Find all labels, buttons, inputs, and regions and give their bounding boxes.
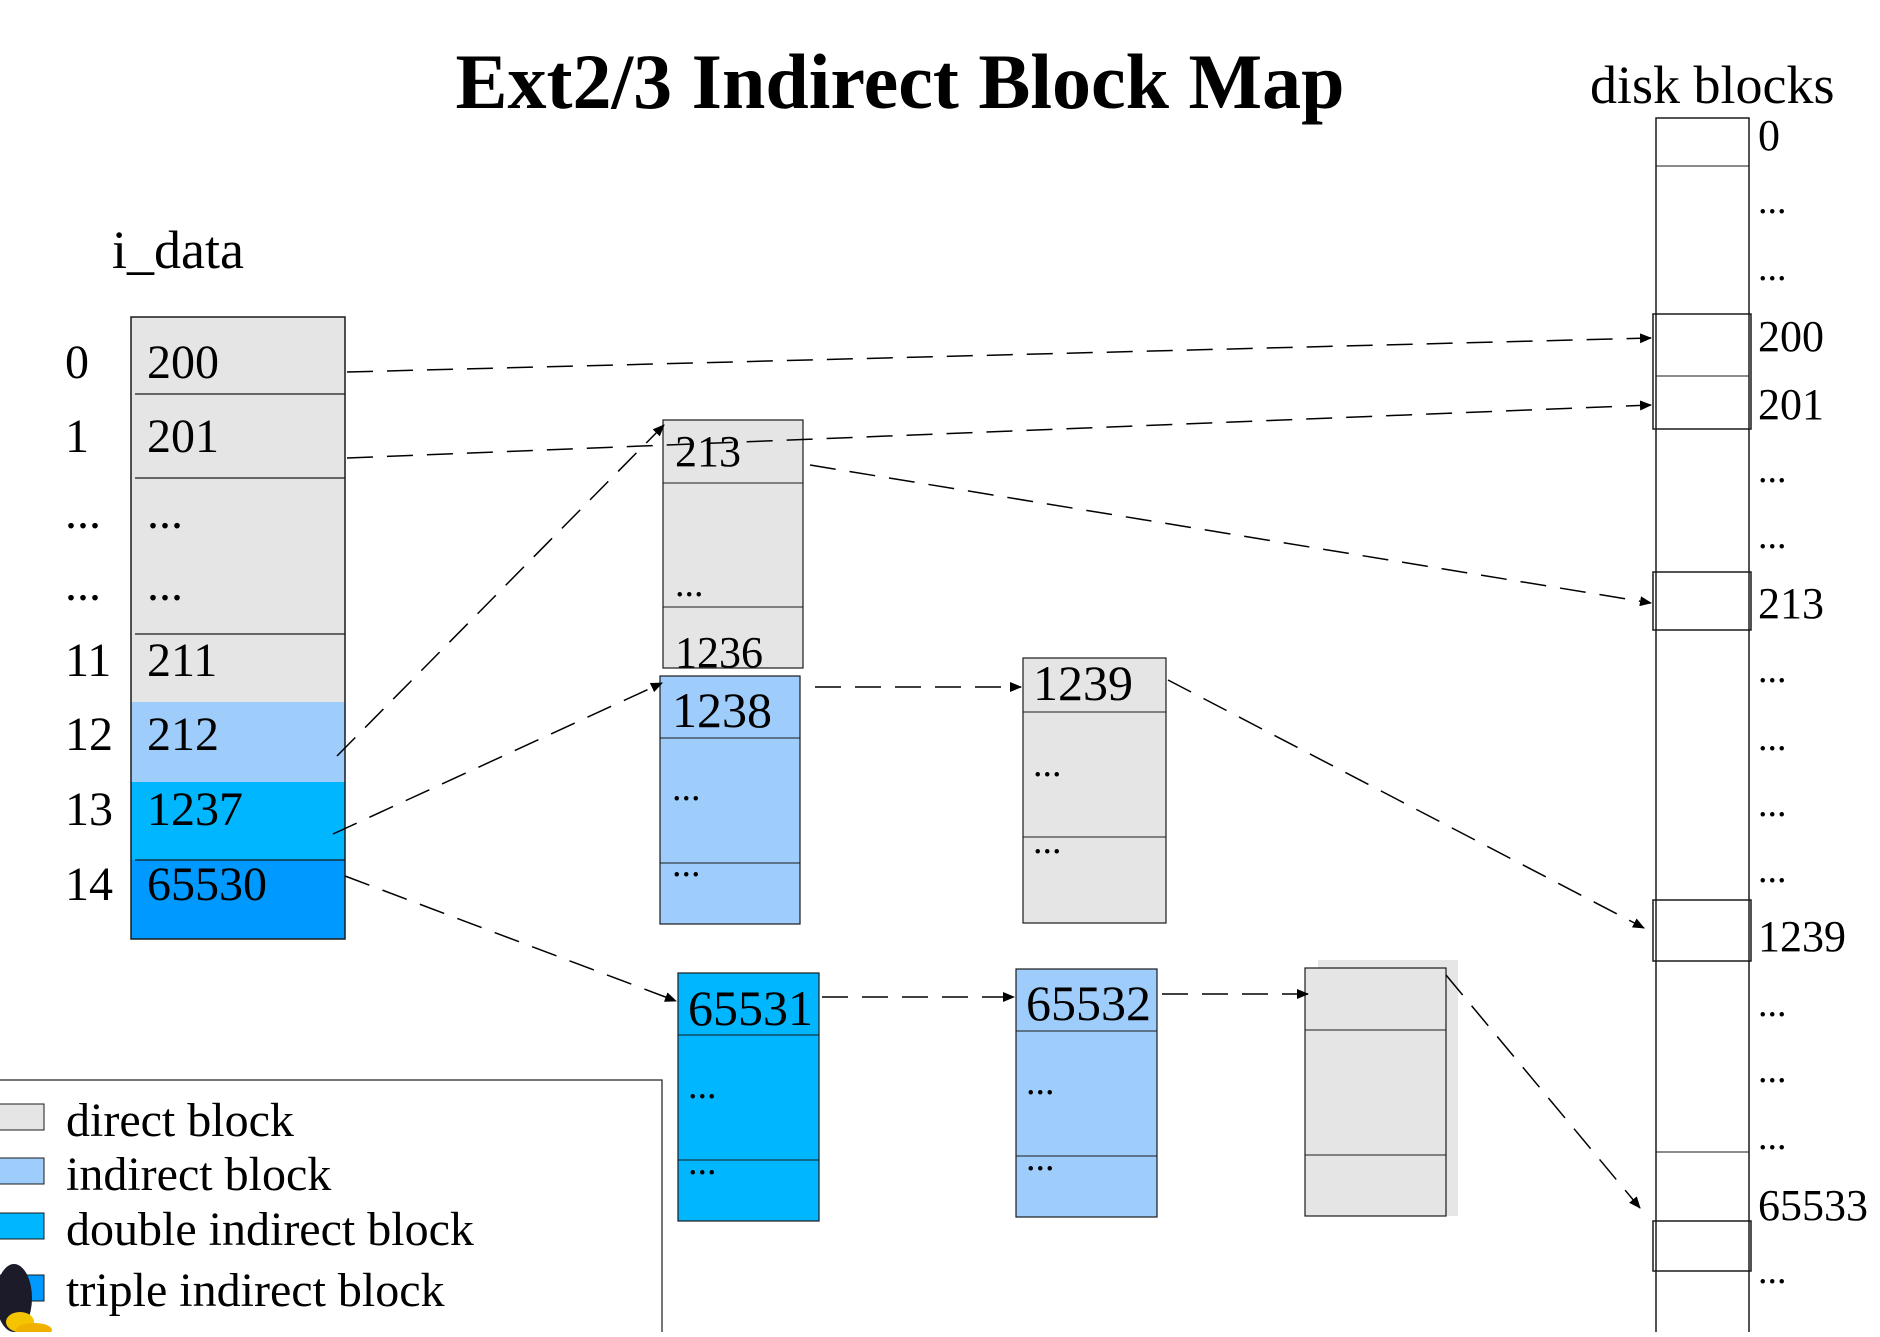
arrow-1239-to-disk [1167, 679, 1645, 929]
disk-label: 65533 [1758, 1181, 1868, 1230]
disk-label: ... [1758, 515, 1787, 557]
legend-label: direct block [66, 1094, 294, 1147]
block-cell: 1238 [672, 682, 772, 738]
disk-label: ... [1758, 649, 1787, 691]
legend-swatch [0, 1212, 45, 1240]
legend-label: triple indirect block [66, 1264, 445, 1317]
disk-label: 0 [1758, 111, 1780, 160]
i-data-index: 1 [65, 410, 89, 463]
i-data-index: 13 [65, 783, 113, 836]
i-data-value: ... [147, 486, 183, 539]
block-cell: 1239 [1033, 655, 1133, 711]
i-data-row-bg [131, 860, 345, 939]
arrow-201-to-disk [346, 400, 1652, 459]
disk-label: ... [1758, 247, 1787, 289]
disk-label: ... [1758, 983, 1787, 1025]
legend-swatch [0, 1157, 45, 1185]
disk-column-border [1655, 117, 1750, 1337]
legend-label: indirect block [66, 1148, 331, 1201]
diagram-title: Ext2/3 Indirect Block Map [455, 38, 1344, 125]
i-data-index: 0 [65, 336, 89, 389]
block-cell: 1236 [675, 628, 763, 677]
disk-label: 1239 [1758, 912, 1846, 961]
disk-label: ... [1758, 783, 1787, 825]
legend-swatch [0, 1103, 45, 1131]
disk-label: 200 [1758, 312, 1824, 361]
i-data-index: ... [65, 558, 101, 611]
block-212-bg [662, 419, 804, 669]
block-cell: ... [688, 1141, 717, 1183]
block-65530: 65531 ... ... [677, 972, 820, 1222]
arrow-212-to-block [336, 424, 665, 757]
disk-label: ... [1758, 717, 1787, 759]
block-65531: 65532 ... ... [1015, 968, 1158, 1218]
legend-box [0, 1079, 663, 1337]
i-data-index: 14 [65, 858, 113, 911]
pointer-arrows [332, 333, 1652, 1209]
block-1238: 1239 ... ... [1022, 655, 1167, 924]
disk-block-highlight-1239 [1652, 899, 1752, 962]
block-cell: 65532 [1026, 975, 1151, 1031]
arrow-block-to-65533 [1445, 974, 1641, 1209]
i-data-value: ... [147, 558, 183, 611]
arrow-65530-to-block [344, 875, 677, 1002]
block-cell: ... [1033, 743, 1062, 785]
arrow-213-to-disk [809, 464, 1652, 607]
i-data-index: ... [65, 486, 101, 539]
arrow-200-to-disk [346, 333, 1652, 373]
block-cell: ... [1026, 1137, 1055, 1179]
block-1237: 1238 ... ... [659, 675, 801, 925]
block-cell: ... [1033, 820, 1062, 862]
block-65532 [1304, 960, 1458, 1217]
block-cell: ... [672, 843, 701, 885]
legend: direct block indirect block double indir… [0, 1079, 663, 1337]
block-65532-bg [1304, 967, 1447, 1217]
disk-block-highlight-213 [1652, 571, 1752, 631]
disk-block-highlight-65533 [1652, 1220, 1752, 1272]
disk-label: ... [1758, 1116, 1787, 1158]
i-data-label: i_data [112, 220, 244, 280]
disk-label: ... [1758, 1049, 1787, 1091]
block-1237-bg [659, 675, 801, 925]
block-cell: ... [675, 563, 704, 605]
i-data-value: 65530 [147, 858, 267, 911]
i-data-value: 201 [147, 410, 219, 463]
i-data-value: 200 [147, 336, 219, 389]
i-data-index: 11 [65, 634, 111, 687]
disk-blocks-label: disk blocks [1590, 55, 1835, 115]
i-data-row-bg [131, 317, 345, 702]
i-data-value: 1237 [147, 783, 243, 836]
i-data-table: 0 1 ... ... 11 12 13 14 200 201 ... ... … [65, 316, 346, 940]
i-data-border [130, 316, 346, 940]
block-212: 213 ... 1236 [662, 419, 804, 677]
i-data-row-bg [131, 782, 345, 860]
legend-label: double indirect block [66, 1203, 474, 1256]
disk-label: ... [1758, 1250, 1787, 1292]
i-data-value: 212 [147, 708, 219, 761]
disk-label: ... [1758, 180, 1787, 222]
i-data-row-bg [131, 702, 345, 782]
i-data-value: 211 [147, 634, 217, 687]
block-cell: 213 [675, 427, 741, 476]
block-cell: ... [672, 767, 701, 809]
block-cell: 65531 [688, 980, 813, 1036]
disk-label: ... [1758, 849, 1787, 891]
block-1238-bg [1022, 657, 1167, 924]
arrow-1237-to-block [332, 682, 663, 835]
block-65531-bg [1015, 968, 1158, 1218]
disk-label: ... [1758, 449, 1787, 491]
block-65530-bg [677, 972, 820, 1222]
block-cell: ... [1026, 1061, 1055, 1103]
block-cell: ... [688, 1065, 717, 1107]
disk-label: 201 [1758, 380, 1824, 429]
i-data-index: 12 [65, 708, 113, 761]
disk-label: 213 [1758, 579, 1824, 628]
disk-block-highlight-200 [1652, 313, 1752, 430]
disk-blocks-column: 0 ... ... 200 201 ... ... 213 ... ... ..… [1652, 111, 1868, 1337]
